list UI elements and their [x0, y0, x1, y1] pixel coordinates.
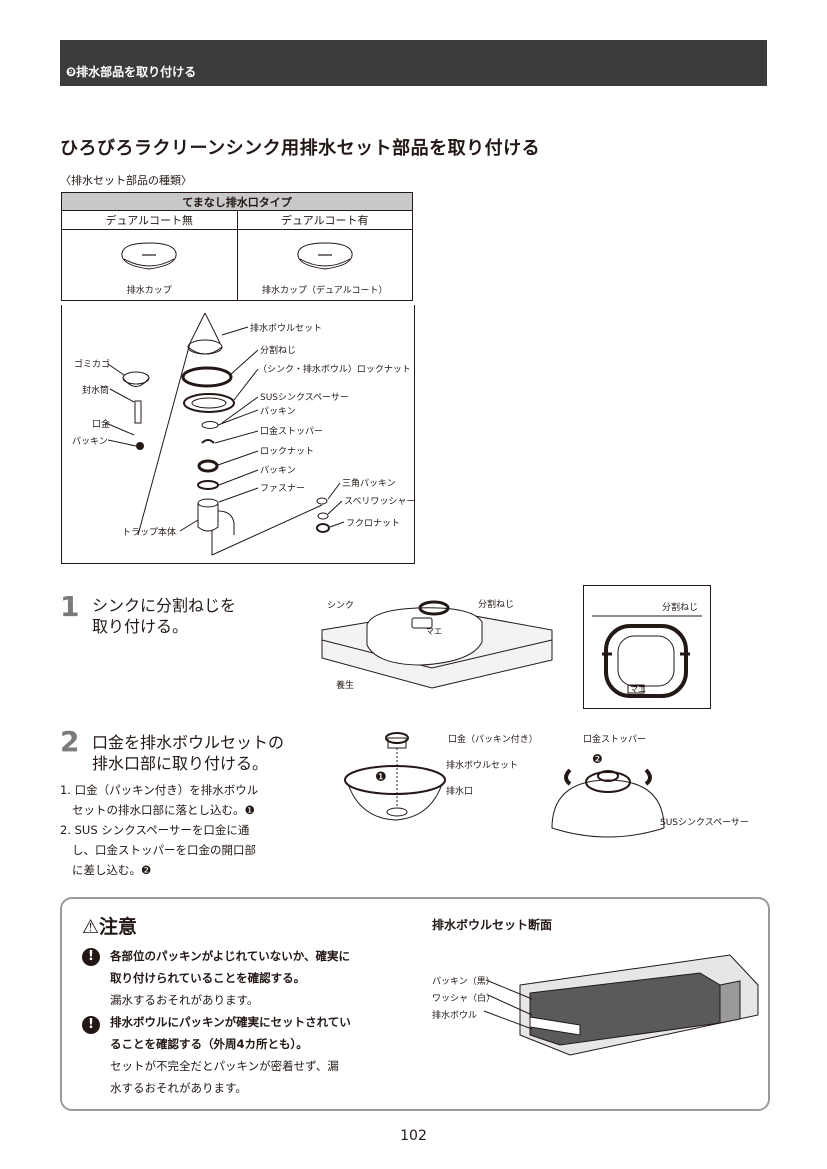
step-2-number: 2 [60, 725, 80, 758]
exclamation-icon: ! [82, 1016, 100, 1034]
step-1-label-mae: マエ [426, 627, 442, 636]
step-2-mark-2: ❷ [592, 752, 603, 766]
cup-cell-2: 排水カップ（デュアルコート） [236, 229, 413, 301]
label-fastener: ファスナー [260, 484, 306, 494]
cross-section-title: 排水ボウルセット断面 [432, 918, 553, 932]
step-1-title-line-1: シンクに分割ねじを [92, 596, 237, 615]
caution-item-2-bold-line-1: 排水ボウルにパッキンが確実にセットされてい [110, 1015, 351, 1029]
column-no-dualcoat: デュアルコート無 [61, 210, 238, 230]
step-2-label-sus-spacer: SUSシンクスペーサー [660, 818, 749, 828]
cross-section-illustration [483, 954, 759, 1056]
step-2-label-kuchigane-packing: 口金（パッキン付き） [448, 735, 538, 745]
drain-cup-icon [121, 242, 177, 270]
step-2-label-drain: 排水口 [446, 787, 474, 797]
caution-item-2: 排水ボウルにパッキンが確実にセットされてい ることを確認する（外周4カ所とも）。… [110, 1011, 351, 1099]
step-2-item-1-line-1: 1. 口金（パッキン付き）を排水ボウル [60, 783, 259, 797]
column-with-dualcoat: デュアルコート有 [236, 210, 413, 230]
step-2-mark-1: ❶ [375, 770, 387, 785]
step-2-title: 口金を排水ボウルセットの 排水口部に取り付ける。 [92, 732, 284, 774]
step-2-item-1-line-2: セットの排水口部に落とし込む。❶ [72, 803, 255, 817]
types-table-header: てまなし排水口タイプ [61, 192, 413, 211]
caution-box [60, 897, 770, 1111]
warning-triangle-icon: ⚠ [82, 916, 100, 938]
page-title: ひろびろラクリーンシンク用排水セット部品を取り付ける [60, 138, 541, 159]
caution-item-2-bold-line-2: ることを確認する（外周4カ所とも）。 [110, 1037, 308, 1051]
step-1-detail-box: 分割ねじ マエ [583, 585, 711, 709]
label-packing-2: パッキン [260, 466, 296, 476]
step-1-label-sink: シンク [327, 601, 355, 611]
caution-title-text: 注意 [99, 916, 138, 938]
drain-cup-dualcoat-icon [297, 242, 353, 270]
step-marker: ❾ [66, 65, 77, 79]
step-2-label-bowl-set: 排水ボウルセット [446, 761, 519, 771]
label-locknut-sink: （シンク・排水ボウル）ロックナット [258, 365, 411, 375]
caution-item-2-text-line-1: セットが不完全だとパッキンが密着せず、漏 [110, 1059, 339, 1073]
label-packing-black: パッキン（黒） [432, 977, 495, 987]
step-1-label-split-screw: 分割ねじ [478, 600, 515, 610]
label-kuchigane-stopper: 口金ストッパー [260, 427, 324, 437]
label-fusuitou: 封水筒 [82, 386, 110, 396]
caution-item-1: 各部位のパッキンがよじれていないか、確実に 取り付けられていることを確認する。 … [110, 945, 350, 1011]
caution-item-1-bold-line-2: 取り付けられていることを確認する。 [110, 971, 306, 985]
exploded-parts-diagram [105, 312, 345, 556]
section-header-title: ❾排水部品を取り付ける [66, 63, 196, 80]
page-number: 102 [400, 1128, 427, 1144]
step-2-stopper-illustration [551, 768, 665, 838]
caution-heading: ⚠注意 [82, 912, 137, 939]
parts-diagram-box: 排水ボウルセット 分割ねじ （シンク・排水ボウル）ロックナット SUSシンクスペ… [61, 305, 415, 564]
label-kuchigane: 口金 [92, 420, 111, 430]
split-screw-detail-illustration [592, 615, 702, 698]
step-2-instructions: 1. 口金（パッキン付き）を排水ボウル セットの排水口部に落とし込む。❶ 2. … [60, 780, 258, 880]
label-packing-1: パッキン [260, 407, 296, 417]
exclamation-icon: ! [82, 948, 100, 966]
caution-item-1-bold-line-1: 各部位のパッキンがよじれていないか、確実に [110, 949, 351, 963]
step-2-item-2-line-2: し、口金ストッパーを口金の開口部 [72, 843, 256, 857]
detail-label-split-screw: 分割ねじ [662, 603, 699, 613]
step-2-bowl-illustration [344, 732, 446, 821]
label-split-screw: 分割ねじ [260, 346, 297, 356]
label-packing-left: パッキン [72, 437, 108, 447]
cup-cell-1: 排水カップ [61, 229, 238, 301]
label-trap-body: トラップ本体 [122, 528, 177, 538]
section-header-bar [60, 40, 767, 86]
label-slip-washer: スベリワッシャー [344, 497, 416, 507]
step-2-title-line-1: 口金を排水ボウルセットの [92, 733, 285, 752]
detail-label-mae: マエ [630, 685, 646, 694]
label-locknut: ロックナット [260, 447, 315, 457]
cup-caption-2: 排水カップ（デュアルコート） [261, 286, 388, 296]
label-triangle-packing: 三角パッキン [342, 479, 396, 489]
types-note: 〈排水セット部品の種類〉 [60, 174, 192, 187]
step-2-title-line-2: 排水口部に取り付ける。 [92, 754, 269, 773]
label-washer-white: ワッシャ（白） [432, 994, 496, 1004]
label-fukuro-nut: フクロナット [346, 519, 401, 529]
step-1-label-yojou: 養生 [336, 681, 355, 691]
label-gomikago: ゴミカゴ [74, 360, 111, 370]
label-sus-spacer: SUSシンクスペーサー [260, 393, 349, 403]
label-bowl: 排水ボウル [432, 1011, 478, 1021]
section-title-text: 排水部品を取り付ける [76, 65, 197, 79]
step-1-sink-illustration [321, 600, 553, 689]
cup-caption-1: 排水カップ [126, 286, 172, 296]
step-2-label-stopper: 口金ストッパー [583, 735, 647, 745]
step-1-title: シンクに分割ねじを 取り付ける。 [92, 595, 236, 637]
drain-types-table: てまなし排水口タイプ デュアルコート無 デュアルコート有 排水カップ 排水カップ… [61, 192, 413, 301]
step-1-number: 1 [60, 590, 80, 623]
caution-item-1-text: 漏水するおそれがあります。 [110, 993, 259, 1007]
step-2-item-2-line-1: 2. SUS シンクスペーサーを口金に通 [60, 823, 250, 837]
label-bowl-set: 排水ボウルセット [250, 324, 323, 334]
caution-item-2-text-line-2: 水するおそれがあります。 [110, 1081, 247, 1095]
step-1-title-line-2: 取り付ける。 [92, 617, 189, 636]
step-2-item-2-line-3: に差し込む。❷ [72, 863, 152, 877]
